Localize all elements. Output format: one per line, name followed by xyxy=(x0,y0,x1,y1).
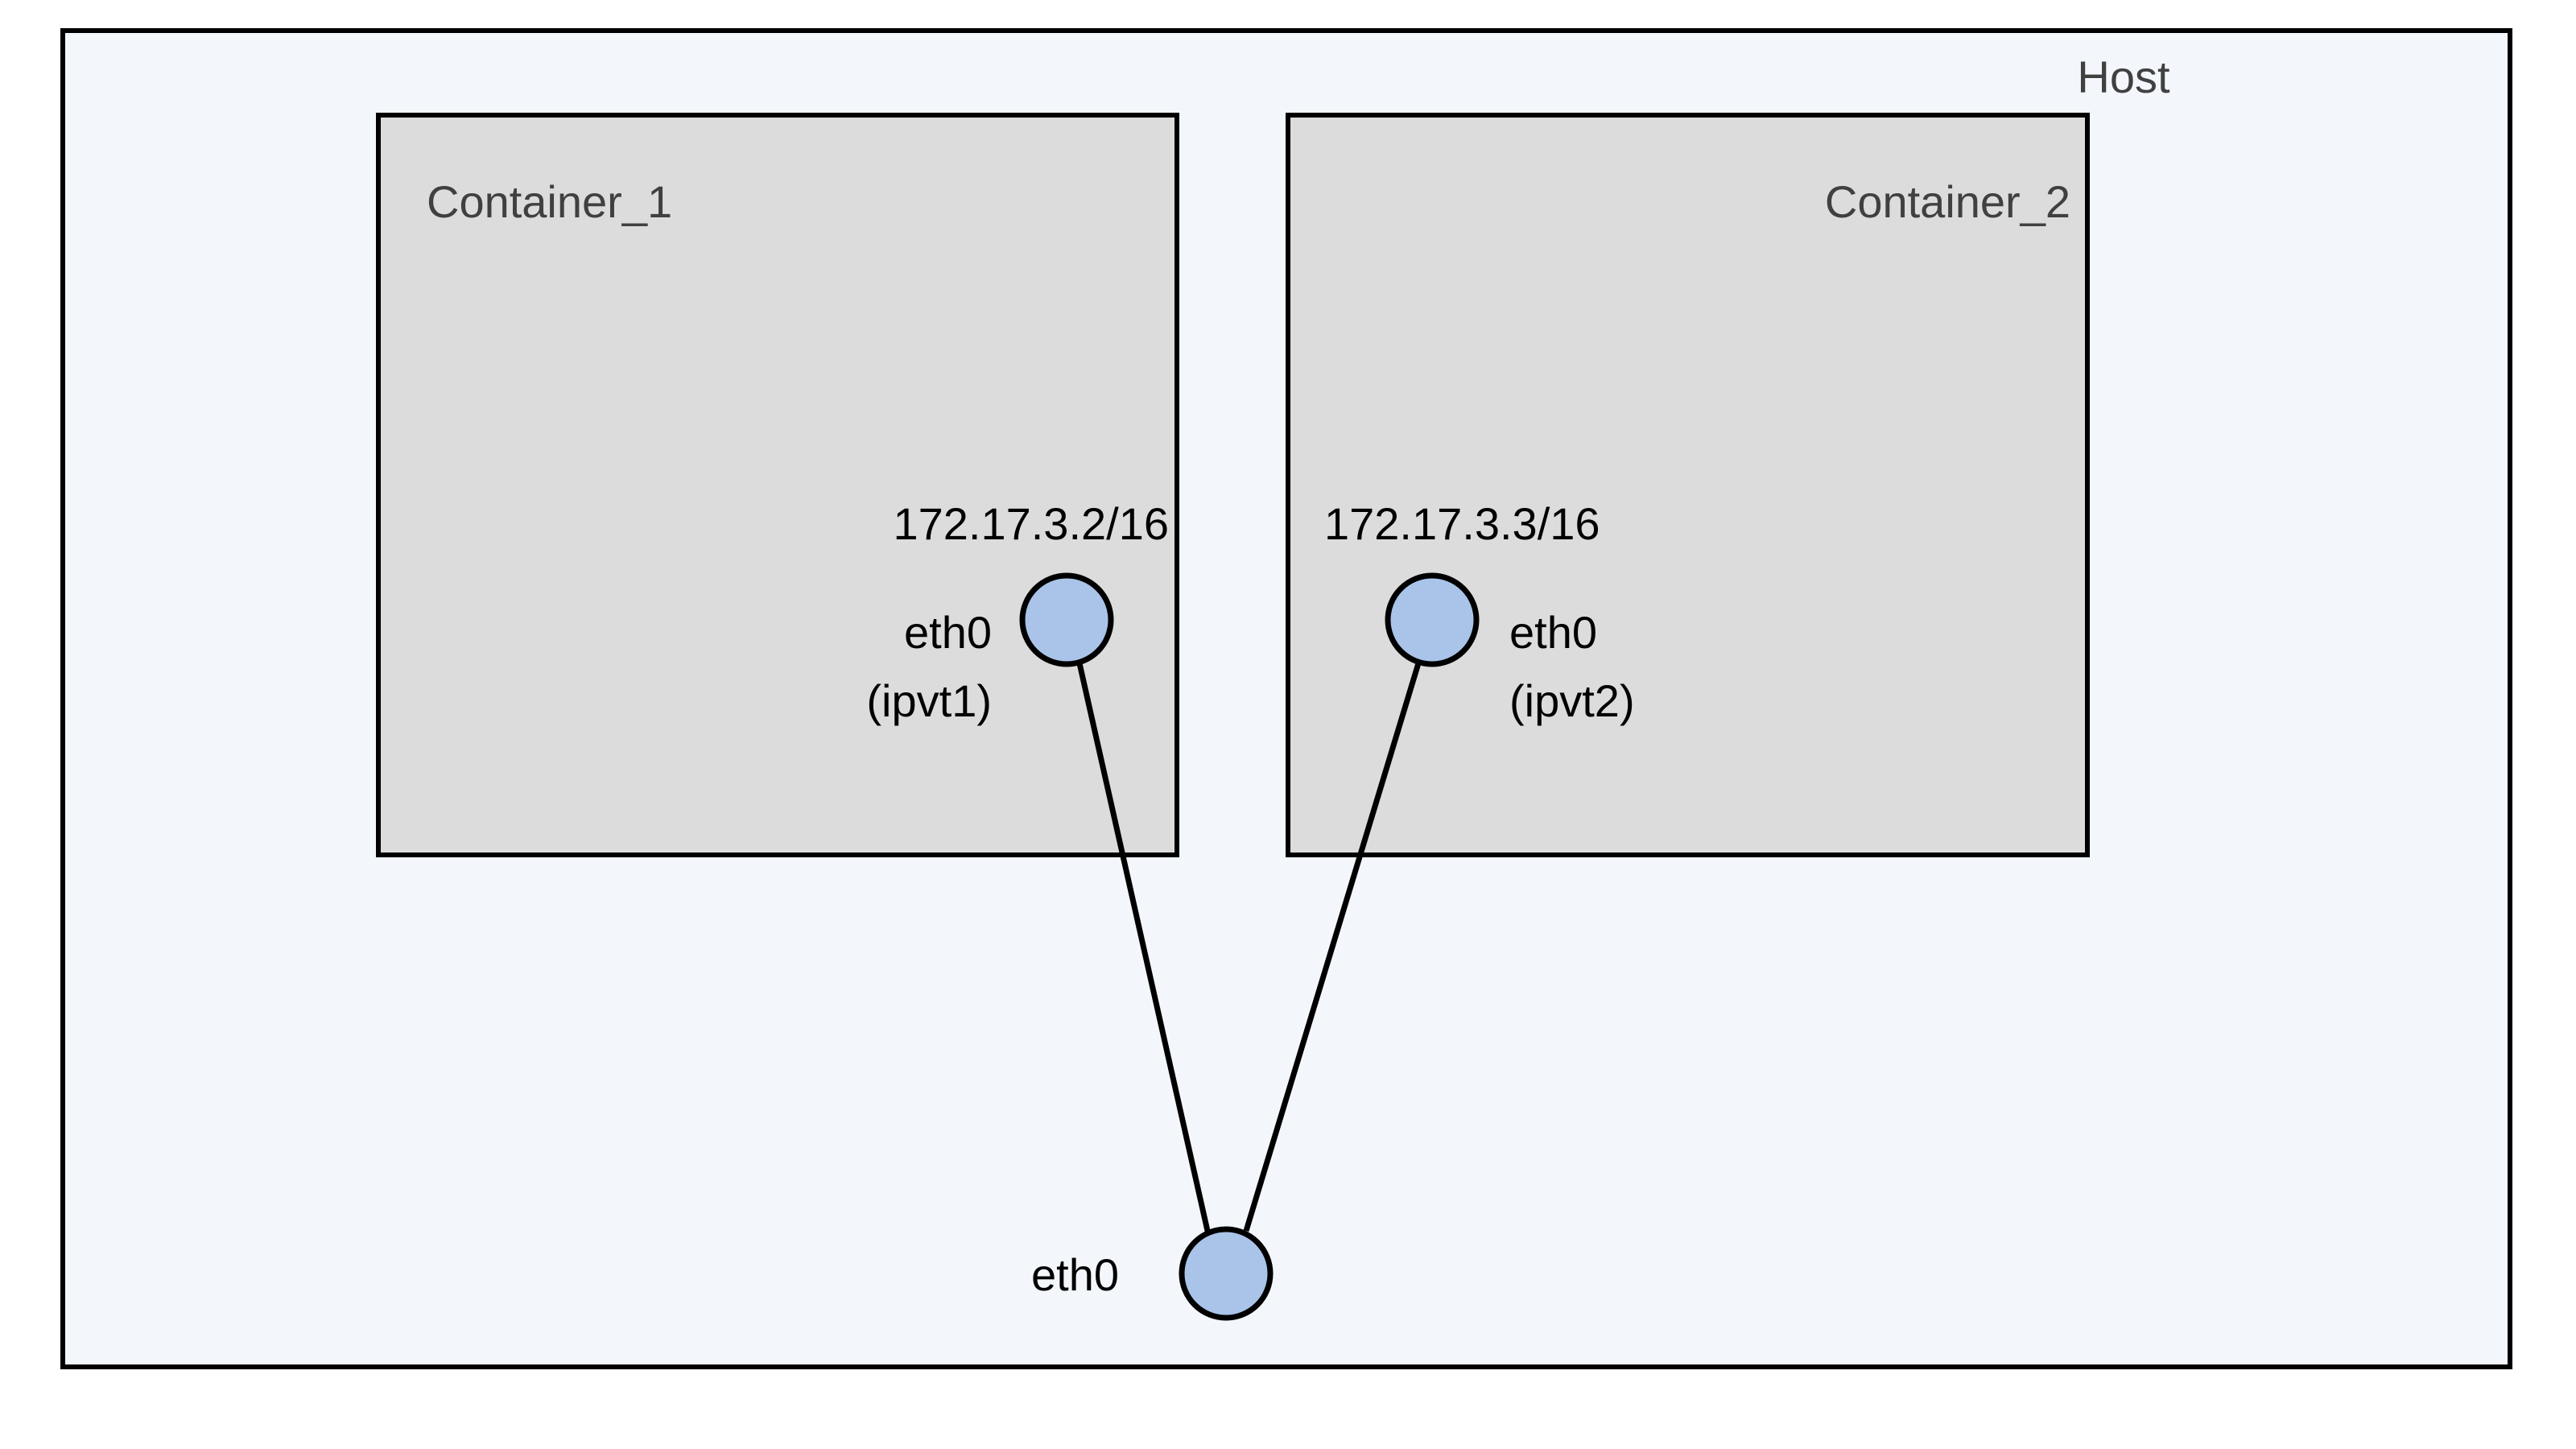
container-1-interface-name: eth0 xyxy=(904,607,992,658)
link-ipvt1-to-host-eth0 xyxy=(1076,663,1211,1232)
container-2-box[interactable] xyxy=(1286,113,2090,857)
link-ipvt2-to-host-eth0 xyxy=(1243,662,1422,1232)
host-eth0-node-icon[interactable] xyxy=(1179,1226,1274,1321)
container-2-interface-alias: (ipvt2) xyxy=(1509,675,1635,726)
container-2-interface-name: eth0 xyxy=(1509,607,1597,658)
container-1-label: Container_1 xyxy=(427,176,672,227)
container-1-eth0-node-icon[interactable] xyxy=(1019,572,1114,667)
container-2-ip-address: 172.17.3.3/16 xyxy=(1324,498,1600,549)
host-eth0-label: eth0 xyxy=(1031,1249,1119,1300)
container-1-interface-alias: (ipvt1) xyxy=(866,675,992,726)
container-2-label: Container_2 xyxy=(1825,176,2070,227)
container-1-box[interactable] xyxy=(376,113,1179,857)
container-2-eth0-node-icon[interactable] xyxy=(1385,572,1480,667)
host-label: Host xyxy=(2077,52,2170,102)
container-1-ip-address: 172.17.3.2/16 xyxy=(893,498,1169,549)
